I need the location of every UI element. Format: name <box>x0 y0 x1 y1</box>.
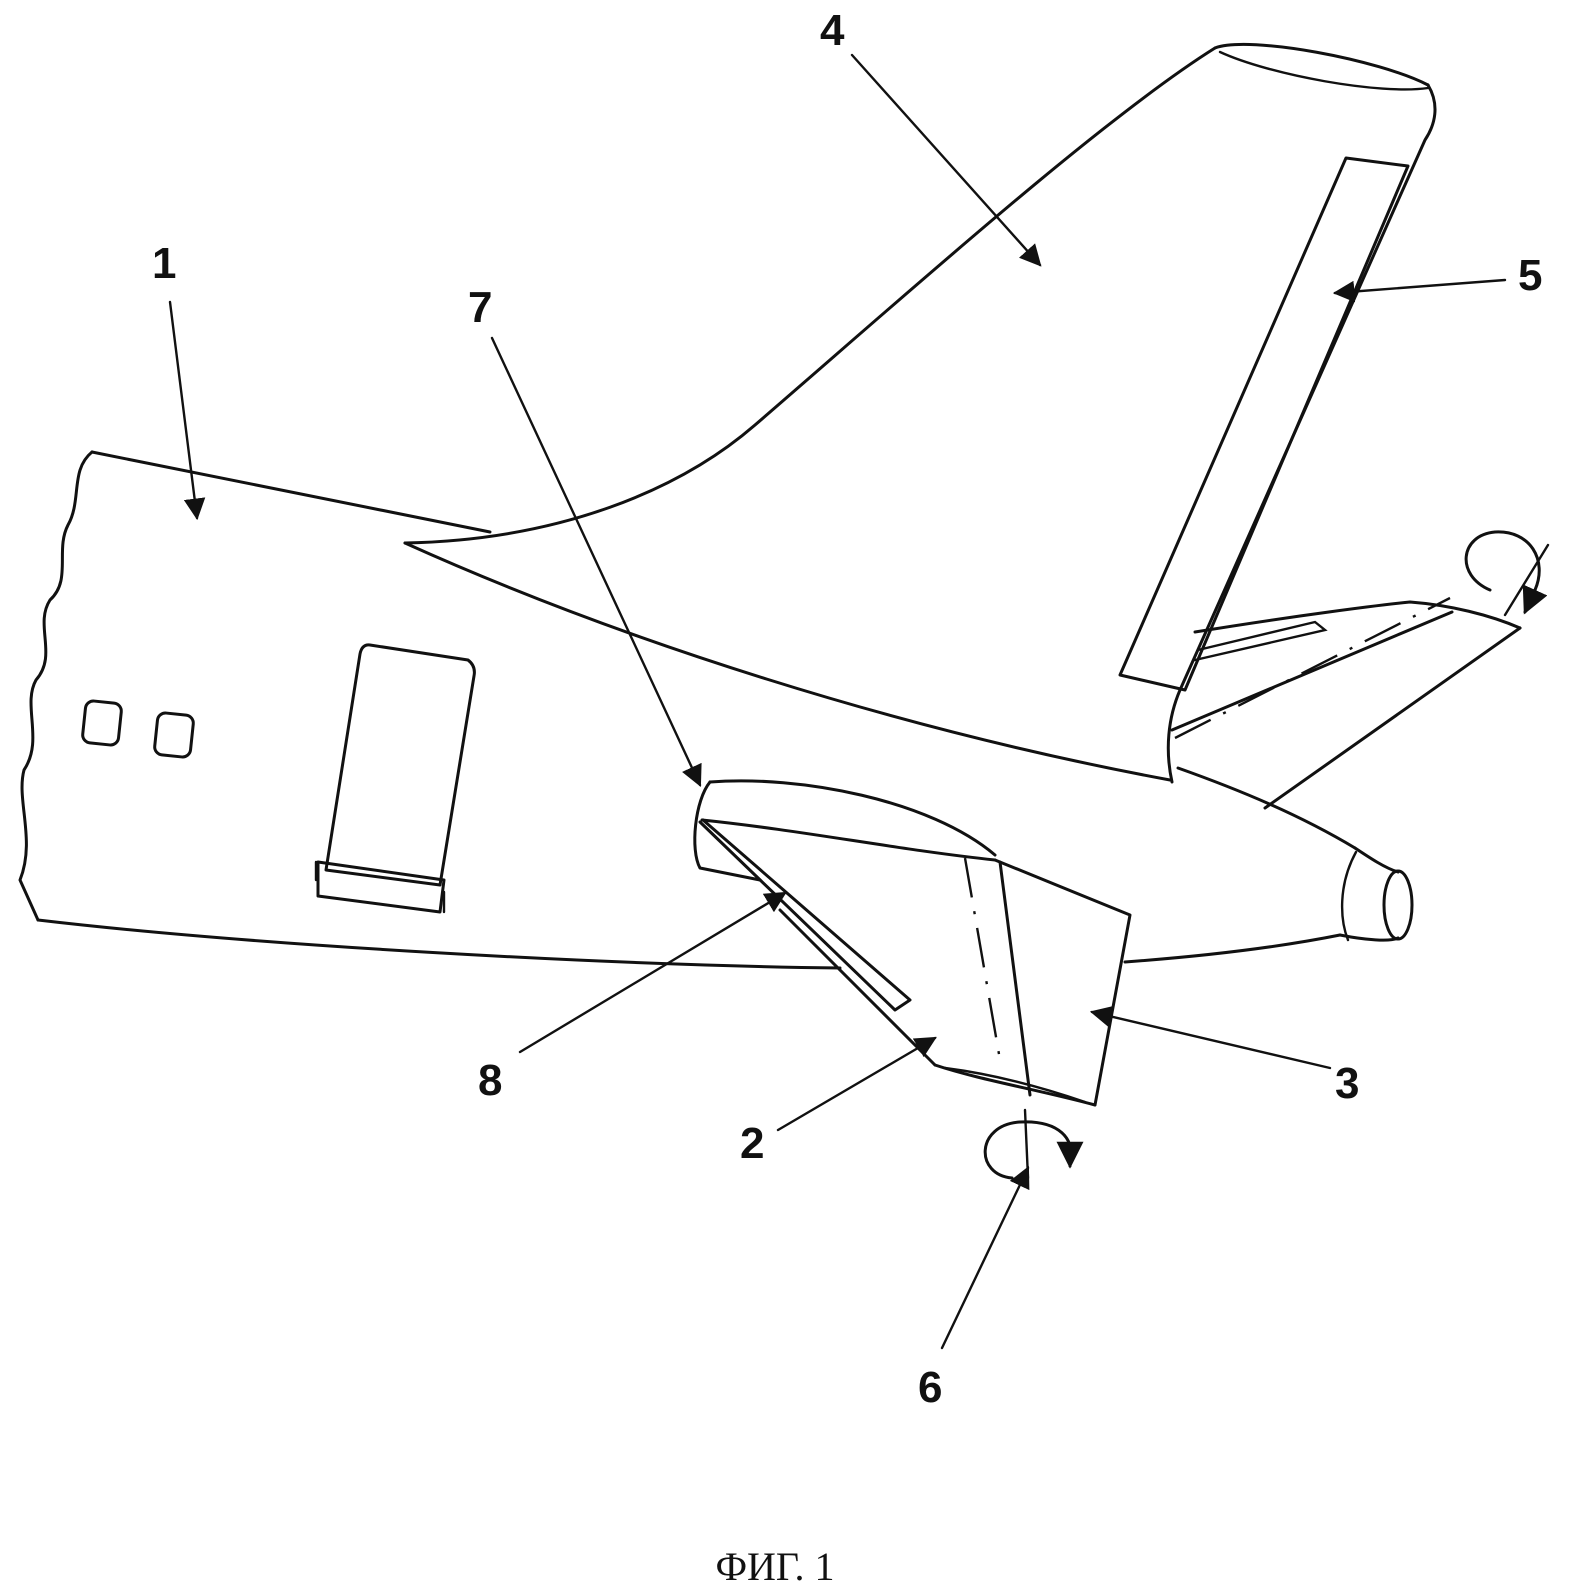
vertical-fin-drawing <box>403 42 1437 784</box>
label-2: 2 <box>740 1119 764 1168</box>
label-3: 3 <box>1335 1059 1359 1108</box>
label-4: 4 <box>820 6 845 55</box>
leader-lines <box>168 53 1507 1350</box>
label-5: 5 <box>1518 251 1542 300</box>
label-8: 8 <box>478 1056 502 1105</box>
fuselage-drawing <box>18 450 1414 970</box>
label-6: 6 <box>918 1363 942 1412</box>
stabilizer-drawing <box>1170 530 1550 810</box>
keel-fin-drawing <box>693 779 1132 1180</box>
figure-caption: ФИГ. 1 <box>715 1544 834 1589</box>
label-1: 1 <box>152 239 176 288</box>
label-7: 7 <box>468 283 492 332</box>
